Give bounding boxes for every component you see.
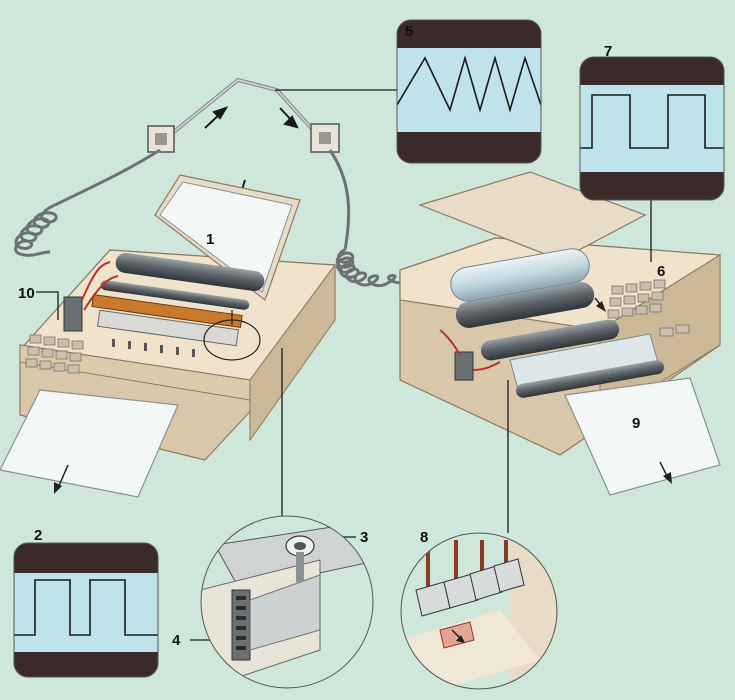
phone-line (158, 77, 324, 145)
inset-2-square-wave (14, 543, 158, 677)
label-4: 4 (172, 632, 181, 649)
leader-lines (36, 89, 652, 641)
label-10: 10 (18, 285, 35, 302)
label-8: 8 (420, 529, 429, 546)
label-6: 6 (657, 263, 666, 280)
fax-machine-receiver (399, 171, 722, 496)
label-2: 2 (34, 527, 43, 544)
label-5: 5 (405, 23, 414, 40)
keypad-right (607, 279, 690, 337)
label-3: 3 (360, 529, 369, 546)
inset-5-frame (396, 19, 542, 164)
inset-7-square-wave (580, 57, 724, 200)
inset-7-frame (579, 56, 725, 201)
inset-5-analog-wave (397, 20, 541, 163)
fax-machine-transmitter (0, 174, 337, 498)
wall-jack-left (147, 125, 175, 153)
label-1: 1 (206, 231, 215, 248)
coiled-cord-right (328, 149, 433, 288)
inset-3-4-frame (200, 515, 374, 689)
inset-8-print-head-detail (401, 533, 557, 689)
coiled-cord-left (14, 148, 161, 257)
inset-2-frame (13, 542, 159, 678)
inset-3-4-scan-head-detail (201, 516, 373, 688)
label-7: 7 (604, 43, 613, 60)
label-9: 9 (632, 415, 641, 432)
keypad-left (25, 334, 84, 374)
wall-jack-right (310, 123, 340, 153)
inset-8-frame (400, 532, 558, 690)
